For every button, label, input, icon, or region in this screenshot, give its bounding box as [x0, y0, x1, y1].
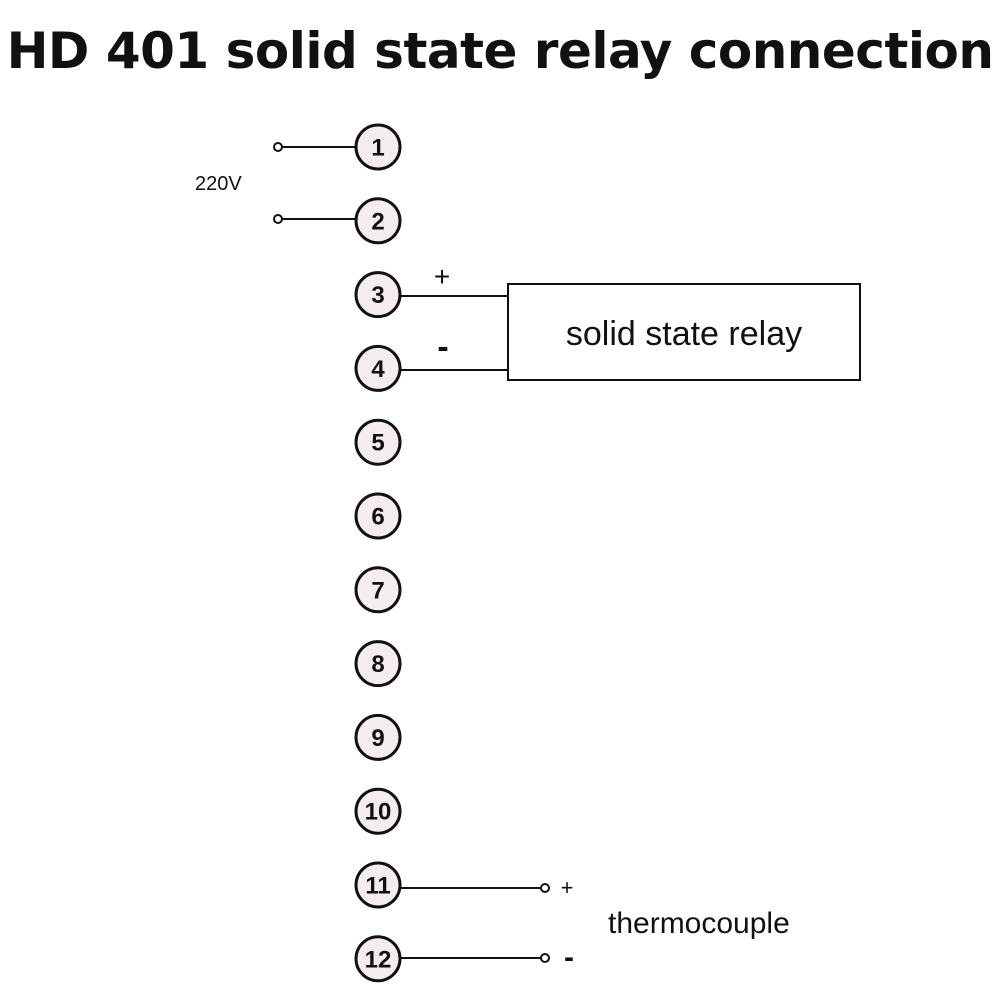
terminal-8: 8 [354, 640, 402, 688]
terminal-number: 2 [371, 208, 384, 235]
terminal-circle [354, 271, 402, 319]
terminal-circle [354, 123, 402, 171]
terminal-number: 7 [371, 577, 384, 604]
page-title: HD 401 solid state relay connection [6, 22, 994, 80]
terminal-circle [354, 713, 402, 761]
relay-minus-label: - [437, 328, 448, 366]
terminal-3: 3 [354, 271, 402, 319]
terminal-circle [354, 566, 402, 614]
terminal-1: 1 [354, 123, 402, 171]
relay-box [507, 283, 861, 381]
terminal-circle [354, 787, 402, 835]
terminal-circle [354, 344, 402, 392]
terminal-number: 8 [371, 651, 384, 678]
terminal-7: 7 [354, 566, 402, 614]
terminal-5: 5 [354, 418, 402, 466]
power-open-end-1 [273, 142, 283, 152]
terminal-number: 3 [371, 282, 384, 309]
terminal-number: 6 [371, 504, 384, 531]
thermocouple-plus-label: + [561, 875, 574, 900]
terminal-circle [354, 861, 402, 909]
relay-wiring: + - solid state relay [401, 261, 861, 381]
terminal-circle [354, 418, 402, 466]
terminal-number: 9 [371, 725, 384, 752]
terminal-circle [354, 640, 402, 688]
relay-label: solid state relay [566, 315, 802, 353]
terminal-6: 6 [354, 492, 402, 540]
terminal-number: 5 [371, 430, 384, 457]
terminal-number: 4 [371, 356, 385, 383]
relay-plus-label: + [434, 261, 450, 292]
terminal-10: 10 [354, 787, 402, 835]
terminal-circle [354, 935, 402, 983]
power-label: 220V [195, 173, 242, 195]
thermocouple-minus-label: - [564, 941, 574, 974]
thermocouple-open-end-minus [540, 953, 550, 963]
terminal-number: 11 [365, 873, 390, 900]
terminal-4: 4 [354, 344, 402, 392]
terminal-number: 1 [371, 135, 384, 162]
terminal-2: 2 [354, 197, 402, 245]
terminal-12: 12 [354, 935, 402, 983]
terminal-11: 11 [354, 861, 402, 909]
terminal-number: 10 [365, 799, 392, 826]
terminal-number: 12 [365, 946, 392, 973]
power-supply-wiring: 220V [195, 142, 355, 224]
thermocouple-label: thermocouple [608, 907, 790, 940]
terminal-circle [354, 197, 402, 245]
power-open-end-2 [273, 214, 283, 224]
thermocouple-wiring: + - thermocouple [401, 875, 790, 974]
thermocouple-open-end-plus [540, 883, 550, 893]
terminal-9: 9 [354, 713, 402, 761]
terminal-circle [354, 492, 402, 540]
